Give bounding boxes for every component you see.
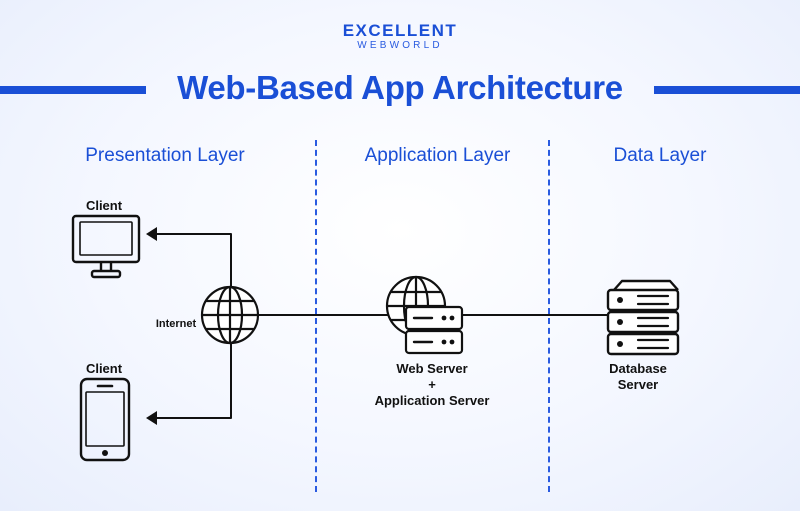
arrow-head-desktop bbox=[146, 227, 157, 241]
database-server-label-line2: Server bbox=[617, 377, 659, 392]
presentation-layer-heading: Presentation Layer bbox=[85, 145, 245, 166]
database-server-label-line1: Database bbox=[609, 361, 667, 376]
internet-label: Internet bbox=[155, 318, 197, 330]
web-server-label-plus: + bbox=[428, 377, 436, 392]
globe-icon bbox=[200, 285, 260, 345]
client-desktop-label: Client bbox=[85, 198, 123, 213]
smartphone-icon bbox=[79, 377, 131, 462]
web-server-label-line1: Web Server bbox=[396, 361, 468, 376]
database-server-icon bbox=[606, 279, 680, 356]
connector-internet-to-desktop bbox=[155, 233, 232, 287]
web-server-label-line2: Application Server bbox=[374, 393, 490, 408]
application-layer-heading: Application Layer bbox=[364, 145, 511, 166]
connector-internet-to-mobile bbox=[155, 342, 232, 419]
brand-tagline: WEBWORLD bbox=[357, 40, 443, 51]
title-bar-right bbox=[654, 86, 800, 94]
data-layer-heading: Data Layer bbox=[613, 145, 707, 166]
brand-logo: EXCELLENT WEBWORLD bbox=[0, 21, 800, 52]
brand-name: EXCELLENT bbox=[342, 21, 458, 40]
monitor-icon bbox=[71, 214, 141, 279]
title-bar-left bbox=[0, 86, 146, 94]
client-mobile-label: Client bbox=[85, 361, 123, 376]
arrow-head-mobile bbox=[146, 411, 157, 425]
database-server-label: Database Server bbox=[583, 361, 693, 393]
web-server-label: Web Server + Application Server bbox=[352, 361, 512, 409]
server-icon bbox=[385, 275, 464, 355]
page-title: Web-Based App Architecture bbox=[177, 69, 623, 106]
